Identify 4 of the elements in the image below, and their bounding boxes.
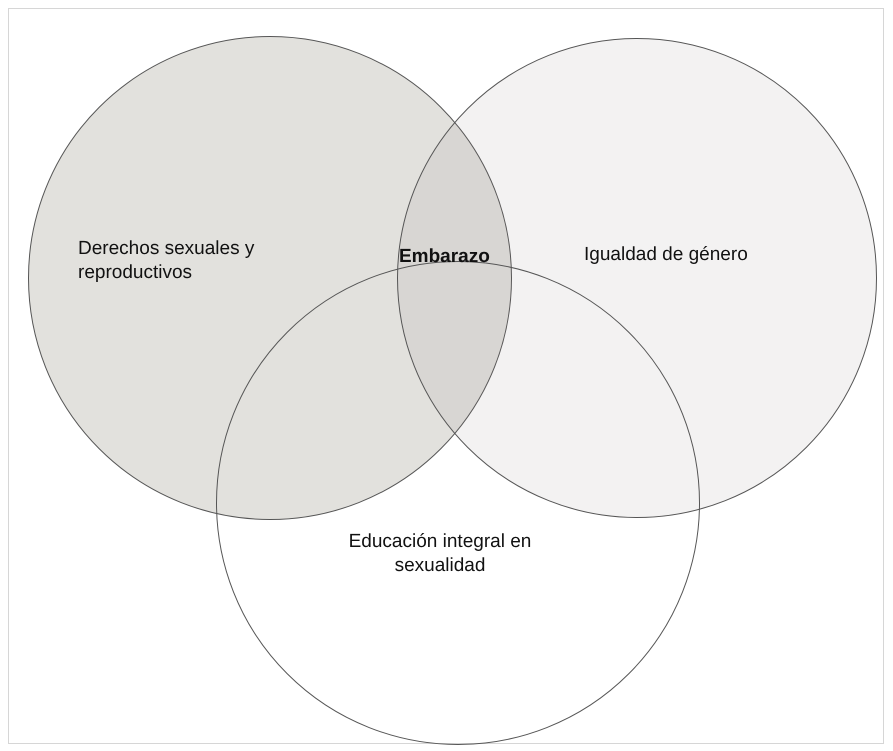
- intersection-label: Embarazo: [399, 246, 490, 268]
- circle-label: Igualdad de género: [584, 243, 749, 267]
- circle-label: Educación integral en sexualidad: [348, 530, 532, 578]
- circle-label: Derechos sexuales y reproductivos: [78, 237, 256, 284]
